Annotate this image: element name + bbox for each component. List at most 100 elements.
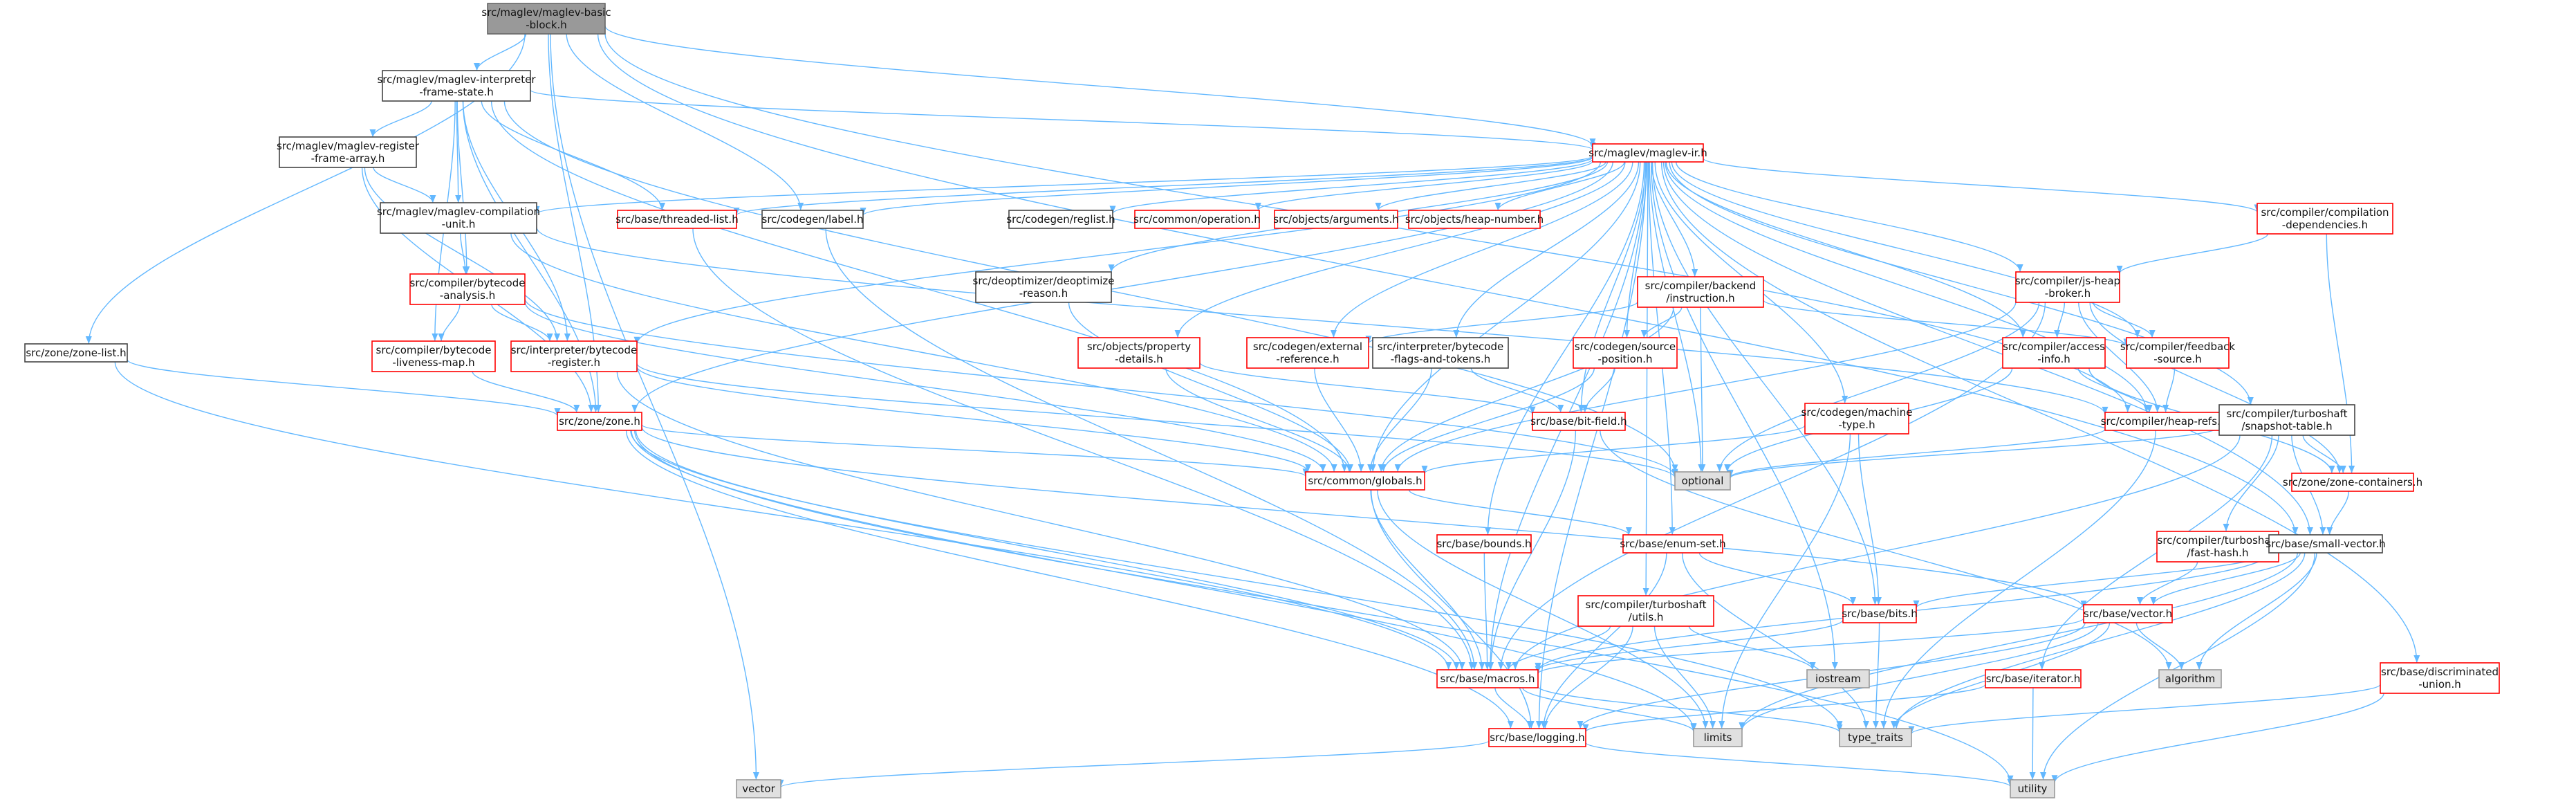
node-label-line: src/compiler/turboshaft: [2158, 534, 2279, 547]
node-operation[interactable]: src/common/operation.h: [1133, 210, 1261, 229]
edge-maglev_ir-to-bounds: [1484, 161, 1645, 536]
node-label-line: src/base/small-vector.h: [2265, 538, 2385, 550]
edge-line: [692, 228, 1472, 670]
edge-maglev_ir-to-arguments: [1375, 161, 1606, 211]
node-bytecode-flags[interactable]: src/interpreter/bytecode-flags-and-token…: [1372, 337, 1509, 369]
edge-arrowhead: [1535, 721, 1542, 729]
node-box: [487, 3, 606, 35]
edge-line: [1730, 426, 2220, 479]
edge-maglev_ir-to-external_reference: [1330, 161, 1633, 338]
edge-arrowhead: [1702, 721, 1709, 729]
node-fast-hash[interactable]: src/compiler/turboshaft/fast-hash.h: [2156, 531, 2279, 563]
node-zone[interactable]: src/zone/zone.h: [557, 412, 642, 431]
node-small-vector[interactable]: src/base/small-vector.h: [2265, 534, 2386, 554]
edge-line: [1537, 617, 2084, 675]
node-macros[interactable]: src/base/macros.h: [1436, 669, 1539, 688]
node-deopt-reason[interactable]: src/deoptimizer/deoptimize-reason.h: [973, 271, 1115, 303]
edge-arrowhead: [564, 334, 571, 341]
edge-bytecode_analysis-to-common_globals: [524, 301, 1326, 473]
node-bytecode-register[interactable]: src/interpreter/bytecode-register.h: [510, 340, 638, 372]
node-liveness-map[interactable]: src/compiler/bytecode-liveness-map.h: [371, 340, 496, 372]
edge-arrowhead: [2306, 527, 2313, 535]
edge-arrowhead: [1809, 662, 1816, 670]
node-zone-list[interactable]: src/zone/zone-list.h: [24, 343, 128, 363]
node-common-globals[interactable]: src/common/globals.h: [1305, 471, 1425, 491]
node-label-line: src/codegen/reglist.h: [1006, 213, 1115, 226]
edge-line: [1514, 435, 2241, 670]
edge-arrowhead: [1453, 662, 1460, 670]
edge-arrowhead: [369, 129, 376, 137]
node-logging[interactable]: src/base/logging.h: [1488, 728, 1586, 747]
edge-line: [636, 161, 1602, 345]
edge-line: [2329, 491, 2349, 536]
node-heap-refs[interactable]: src/compiler/heap-refs.h: [2101, 412, 2227, 431]
edge-line: [372, 100, 432, 138]
node-box: [1985, 669, 2082, 688]
node-compilation-deps[interactable]: src/compiler/compilation-dependencies.h: [2257, 203, 2393, 235]
node-external-reference[interactable]: src/codegen/external-reference.h: [1246, 337, 1369, 369]
node-property-details[interactable]: src/objects/property-details.h: [1077, 337, 1201, 369]
edge-js_heap_broker-to-heap_refs: [2078, 302, 2161, 413]
node-compilation-unit[interactable]: src/maglev/maglev-compilation-unit.h: [377, 202, 540, 234]
node-machine-type[interactable]: src/codegen/machine-type.h: [1801, 403, 1913, 435]
node-label-line: src/maglev/maglev-basic: [481, 6, 611, 19]
edge-zone_containers-to-small_vector: [2326, 491, 2349, 536]
node-zone-containers[interactable]: src/zone/zone-containers.h: [2283, 473, 2422, 492]
edge-line: [1675, 161, 2021, 273]
node-bytecode-analysis[interactable]: src/compiler/bytecode-analysis.h: [409, 273, 526, 305]
node-interp-frame[interactable]: src/maglev/maglev-interpreter-frame-stat…: [377, 70, 536, 102]
node-bit-field[interactable]: src/base/bit-field.h: [1530, 412, 1627, 431]
edge-zone-to-base_vector: [641, 426, 2087, 608]
edge-line: [1730, 428, 2106, 478]
node-heap-number[interactable]: src/objects/heap-number.h: [1405, 210, 1544, 229]
edge-property_details-to-bit_field: [1199, 362, 1536, 414]
node-enum-set[interactable]: src/base/enum-set.h: [1620, 534, 1726, 554]
node-source-position[interactable]: src/codegen/source-position.h: [1573, 337, 1678, 369]
edge-arrowhead: [1174, 330, 1181, 338]
edge-turboshaft_utils-to-macros: [1505, 625, 1611, 670]
node-codegen-label[interactable]: src/codegen/label.h: [761, 210, 864, 229]
node-arguments[interactable]: src/objects/arguments.h: [1273, 210, 1399, 229]
edge-arrowhead: [1625, 527, 1632, 535]
node-box: [1077, 337, 1201, 369]
node-base-vector[interactable]: src/base/vector.h: [2083, 604, 2173, 623]
edge-line: [510, 232, 1335, 473]
node-label-line: src/base/bits.h: [1842, 607, 1917, 620]
node-base-iterator[interactable]: src/base/iterator.h: [1985, 669, 2082, 688]
edge-arrowhead: [2149, 330, 2156, 338]
edge-arrowhead: [1484, 662, 1491, 670]
node-threaded-list[interactable]: src/base/threaded-list.h: [615, 210, 739, 229]
node-label-line: src/base/bit-field.h: [1530, 415, 1627, 428]
node-backend-instruction[interactable]: src/compiler/backend/instruction.h: [1637, 276, 1764, 308]
node-label-line: src/interpreter/bytecode: [1378, 340, 1504, 353]
node-reglist[interactable]: src/codegen/reglist.h: [1006, 210, 1115, 229]
node-js-heap-broker[interactable]: src/compiler/js-heap-broker.h: [2015, 271, 2120, 303]
edge-arrowhead: [1891, 721, 1898, 729]
node-bits[interactable]: src/base/bits.h: [1842, 604, 1918, 623]
edge-arrowhead: [2326, 527, 2333, 535]
edge-arrowhead: [1505, 662, 1512, 670]
edge-arrowhead: [2328, 466, 2335, 473]
node-register-frame[interactable]: src/maglev/maglev-register-frame-array.h: [277, 136, 420, 168]
edge-line: [2089, 302, 2340, 474]
node-basic-block[interactable]: src/maglev/maglev-basic-block.h: [481, 3, 611, 35]
node-snapshot-table[interactable]: src/compiler/turboshaft/snapshot-table.h: [2218, 404, 2355, 436]
node-box: [761, 210, 864, 229]
node-feedback-source[interactable]: src/compiler/feedback-source.h: [2120, 337, 2236, 369]
node-maglev-ir[interactable]: src/maglev/maglev-ir.h: [1588, 143, 1707, 163]
edge-arrowhead: [2029, 772, 2036, 780]
edge-line: [1911, 684, 2381, 735]
node-discriminated-union[interactable]: src/base/discriminated-union.h: [2380, 662, 2500, 694]
edge-line: [1857, 433, 1880, 605]
edge-arrowhead: [1367, 464, 1374, 472]
node-bounds[interactable]: src/base/bounds.h: [1436, 534, 1532, 554]
node-access-info[interactable]: src/compiler/access-info.h: [2002, 337, 2106, 369]
edge-line: [1651, 161, 1876, 605]
edge-line: [1651, 161, 1835, 670]
edge-maglev_ir-to-codegen_label: [860, 156, 1593, 216]
edge-register_frame-to-compilation_unit: [373, 167, 436, 203]
edge-line: [490, 100, 1345, 473]
node-turboshaft-utils[interactable]: src/compiler/turboshaft/utils.h: [1577, 595, 1714, 627]
node-box: [2380, 662, 2500, 694]
node-label-line: src/codegen/label.h: [762, 213, 864, 226]
